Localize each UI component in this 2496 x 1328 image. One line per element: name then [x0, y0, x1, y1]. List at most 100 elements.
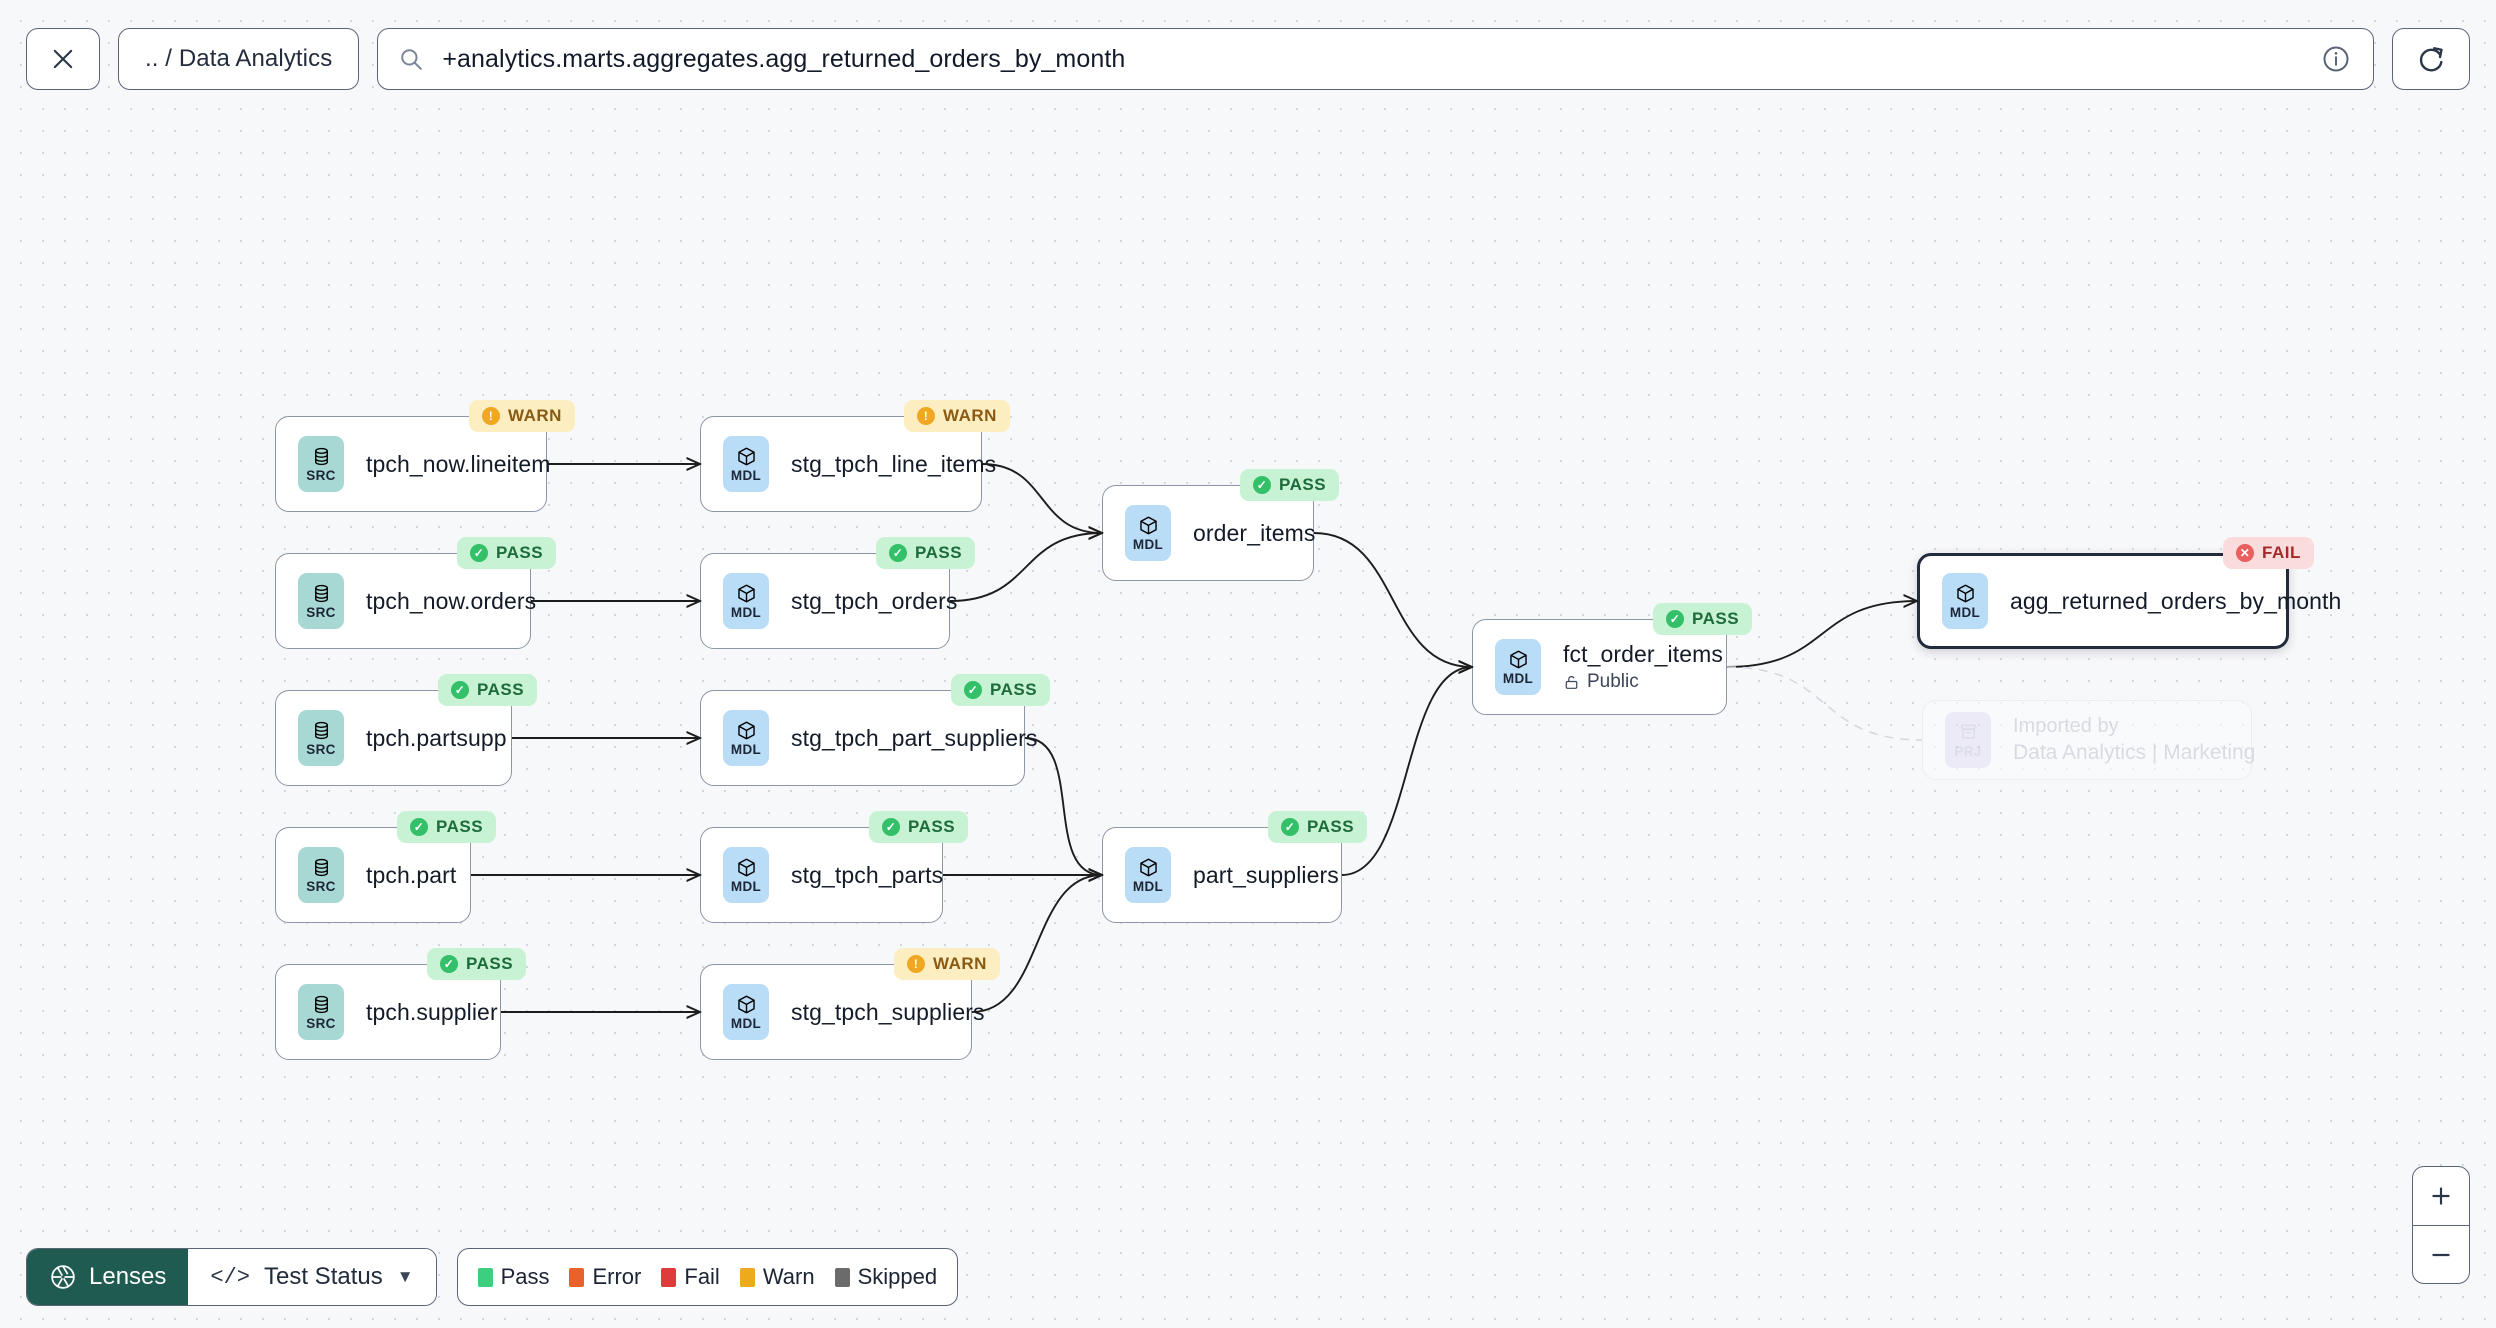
- legend-item-error[interactable]: Error: [569, 1264, 641, 1290]
- search-icon: [401, 49, 423, 70]
- graph-node-tpch_now_orders[interactable]: SRC tpch_now.orders: [275, 553, 536, 649]
- zoom-out-button[interactable]: [2413, 1225, 2469, 1283]
- status-badge-label: PASS: [1279, 475, 1327, 494]
- node-type-chip-mdl: MDL: [723, 436, 769, 492]
- node-label-wrap: stg_tpch_suppliers: [791, 999, 984, 1026]
- status-badge-label: PASS: [477, 680, 525, 699]
- legend-item-skipped[interactable]: Skipped: [834, 1264, 937, 1290]
- test-status-dropdown[interactable]: </> Test Status ▼: [188, 1249, 436, 1305]
- status-badge-fct_order_items: ✓PASS: [1653, 603, 1753, 635]
- database-icon: [314, 721, 328, 739]
- graph-node-part_suppliers[interactable]: MDL part_suppliers: [1102, 827, 1342, 923]
- node-label-wrap: tpch_now.orders: [366, 588, 536, 615]
- node-name: stg_tpch_parts: [791, 861, 944, 888]
- status-dot-icon: ✓: [440, 955, 458, 973]
- status-badge-label: WARN: [943, 406, 997, 425]
- node-type-label: SRC: [306, 604, 336, 620]
- node-label-wrap: stg_tpch_part_suppliers: [791, 724, 1038, 752]
- graph-node-stg_tpch_suppliers[interactable]: MDL stg_tpch_suppliers: [700, 964, 984, 1060]
- breadcrumb[interactable]: .. / Data Analytics: [118, 28, 360, 90]
- status-badge-label: PASS: [915, 543, 963, 562]
- status-badge-stg_tpch_line_items: !WARN: [904, 400, 1010, 432]
- status-badge-tpch_now_lineitem: ! WARN: [469, 400, 575, 432]
- node-imported-by-label: Imported by: [2013, 715, 2119, 737]
- status-badge-tpch_part: ✓PASS: [397, 811, 497, 843]
- node-type-label: PRJ: [1954, 743, 1982, 759]
- cube-icon: [737, 584, 755, 602]
- database-icon: [314, 995, 328, 1013]
- status-badge-stg_tpch_part_suppliers: ✓PASS: [951, 674, 1051, 706]
- node-name: fct_order_items: [1563, 641, 1724, 667]
- lenses-button[interactable]: Lenses: [27, 1249, 189, 1305]
- minus-icon: [2432, 1253, 2450, 1256]
- search-bar[interactable]: +analytics.marts.aggregates.agg_returned…: [377, 28, 2374, 90]
- cube-icon: [737, 995, 755, 1013]
- status-dot-icon: !: [907, 955, 925, 973]
- status-dot-icon: ✓: [889, 544, 907, 562]
- node-type-chip-mdl: MDL: [1942, 573, 1988, 629]
- status-badge-tpch_now_orders: ✓PASS: [457, 537, 557, 569]
- info-icon[interactable]: [2321, 44, 2351, 74]
- node-label-wrap: part_suppliers: [1193, 862, 1339, 889]
- node-name: agg_returned_orders_by_month: [2010, 587, 2342, 614]
- node-name: tpch.partsupp: [366, 724, 507, 751]
- node-type-label: MDL: [1132, 878, 1164, 894]
- zoom-in-button[interactable]: [2413, 1167, 2469, 1225]
- status-dot-icon: ✓: [1281, 818, 1299, 836]
- graph-node-agg_returned_orders_by_month[interactable]: MDL agg_returned_orders_by_month: [1917, 553, 2342, 649]
- status-badge-part_suppliers: ✓ PASS: [1268, 811, 1368, 843]
- test-status-label: Test Status: [264, 1263, 383, 1290]
- graph-node-stg_tpch_parts[interactable]: MDL stg_tpch_parts: [700, 827, 943, 923]
- status-badge-label: WARN: [933, 954, 987, 973]
- legend-swatch-icon: [834, 1267, 850, 1287]
- cube-icon: [1509, 650, 1527, 668]
- status-dot-icon: ✓: [451, 681, 469, 699]
- search-input[interactable]: +analytics.marts.aggregates.agg_returned…: [442, 44, 1126, 73]
- status-dot-icon: ✕: [2236, 544, 2254, 562]
- node-name: part_suppliers: [1193, 861, 1339, 888]
- node-type-chip-mdl: MDL: [723, 847, 769, 903]
- status-legend: Pass Error Fail Warn Skipped: [456, 1248, 959, 1306]
- status-dot-icon: ✓: [470, 544, 488, 562]
- status-badge-label: PASS: [1307, 817, 1355, 836]
- node-label-wrap: stg_tpch_parts: [791, 861, 944, 889]
- legend-label: Warn: [762, 1264, 815, 1289]
- node-visibility: Public: [1563, 671, 1723, 693]
- status-badge-label: PASS: [466, 954, 514, 973]
- status-badge-label: FAIL: [2262, 543, 2301, 562]
- status-dot-icon: ✓: [882, 818, 900, 836]
- refresh-button[interactable]: [2392, 28, 2470, 90]
- aperture-icon: [51, 1265, 75, 1289]
- node-name: tpch.part: [366, 861, 457, 888]
- status-badge-label: WARN: [508, 406, 562, 425]
- status-badge-stg_tpch_orders: ✓ PASS: [876, 537, 976, 569]
- node-type-label: MDL: [1132, 536, 1164, 552]
- cube-icon: [737, 721, 755, 739]
- legend-item-fail[interactable]: Fail: [661, 1264, 720, 1290]
- close-button[interactable]: [26, 28, 100, 90]
- status-dot-icon: ✓: [964, 681, 982, 699]
- zoom-controls: [2412, 1166, 2470, 1284]
- node-type-label: MDL: [1502, 670, 1534, 686]
- status-dot-icon: !: [482, 407, 500, 425]
- legend-label: Error: [592, 1264, 642, 1289]
- node-type-chip-src: SRC: [298, 573, 344, 629]
- node-type-chip-mdl: MDL: [723, 984, 769, 1040]
- node-type-chip-mdl: MDL: [723, 573, 769, 629]
- cube-icon: [737, 447, 755, 465]
- legend-item-pass[interactable]: Pass: [477, 1264, 549, 1290]
- node-name: stg_tpch_part_suppliers: [791, 724, 1038, 751]
- legend-item-warn[interactable]: Warn: [739, 1264, 815, 1290]
